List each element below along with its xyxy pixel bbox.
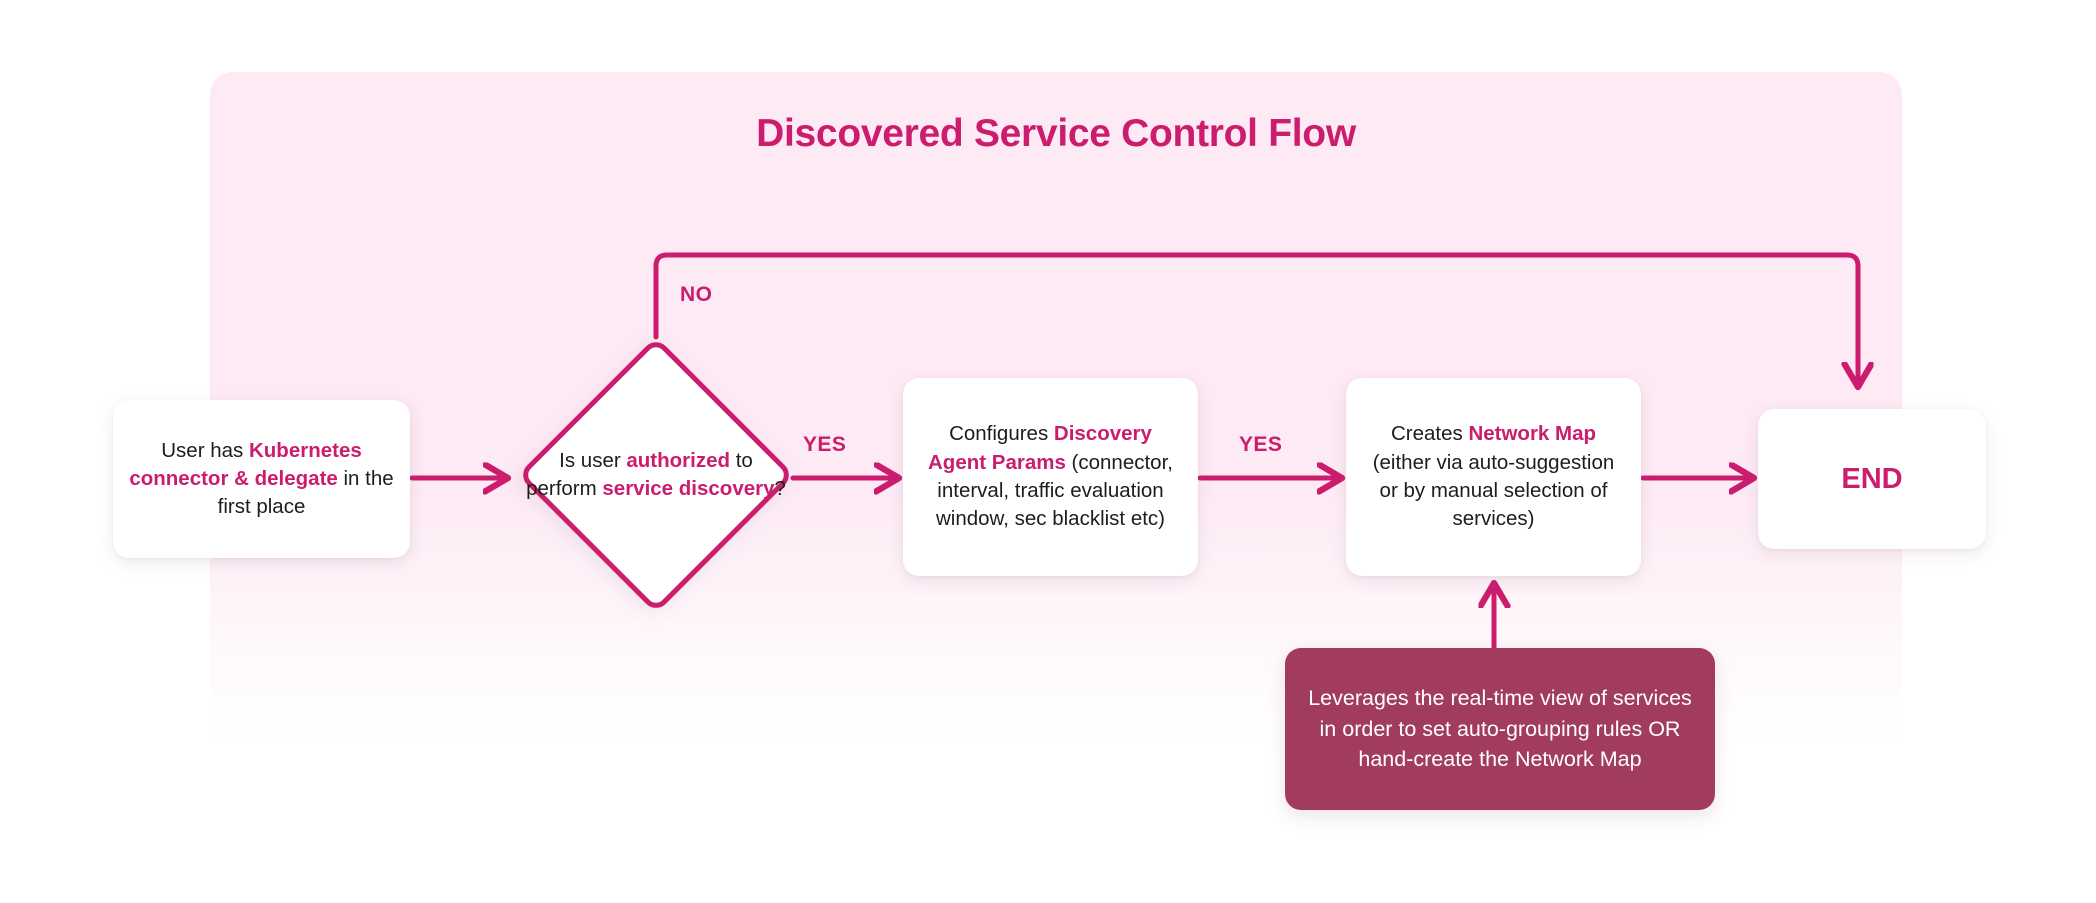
node-start-text: User has Kubernetes connector & delegate… — [129, 437, 394, 522]
node-start-text-part-2: in the first place — [217, 466, 394, 519]
node-decision-text-part-4: ? — [774, 477, 786, 500]
node-decision-text-part-0: Is user — [559, 448, 627, 472]
node-networkmap-text-part-1: Network Map — [1468, 422, 1597, 446]
node-discovery-agent-params[interactable]: Configures Discovery Agent Params (conne… — [903, 378, 1198, 576]
node-params-text-part-1: Discovery Agent Params — [928, 422, 1152, 474]
node-params-text-part-2: (connector, interval, traffic evaluation… — [935, 450, 1173, 531]
node-decision-text-part-1: authorized — [626, 448, 731, 472]
edge-label-yes-params: YES — [803, 433, 847, 456]
edge-label-no: NO — [680, 283, 713, 306]
node-decision-text-part-3: service discovery — [602, 477, 775, 500]
node-decision-text: Is user authorized to perform service di… — [526, 339, 786, 611]
node-start-text-part-1: Kubernetes connector & delegate — [129, 438, 362, 490]
edge-label-yes-networkmap: YES — [1239, 433, 1283, 456]
node-decision-text-part-2: to perform — [526, 448, 753, 500]
node-networkmap-text-part-2: (either via auto-suggestion or by manual… — [1372, 450, 1615, 531]
node-networkmap-text: Creates Network Map (either via auto-sug… — [1362, 420, 1625, 533]
node-params-text-part-0: Configures — [949, 422, 1054, 446]
node-start[interactable]: User has Kubernetes connector & delegate… — [113, 400, 410, 558]
node-networkmap-text-part-0: Creates — [1390, 422, 1469, 446]
node-decision[interactable]: Is user authorized to perform service di… — [517, 336, 795, 614]
diagram-title: Discovered Service Control Flow — [756, 112, 1356, 155]
node-note-leverages-real-time-view[interactable]: Leverages the real-time view of services… — [1285, 648, 1715, 810]
node-creates-network-map[interactable]: Creates Network Map (either via auto-sug… — [1346, 378, 1641, 576]
node-start-text-part-0: User has — [161, 438, 249, 462]
node-params-text: Configures Discovery Agent Params (conne… — [919, 420, 1182, 533]
node-end[interactable]: END — [1758, 409, 1986, 549]
